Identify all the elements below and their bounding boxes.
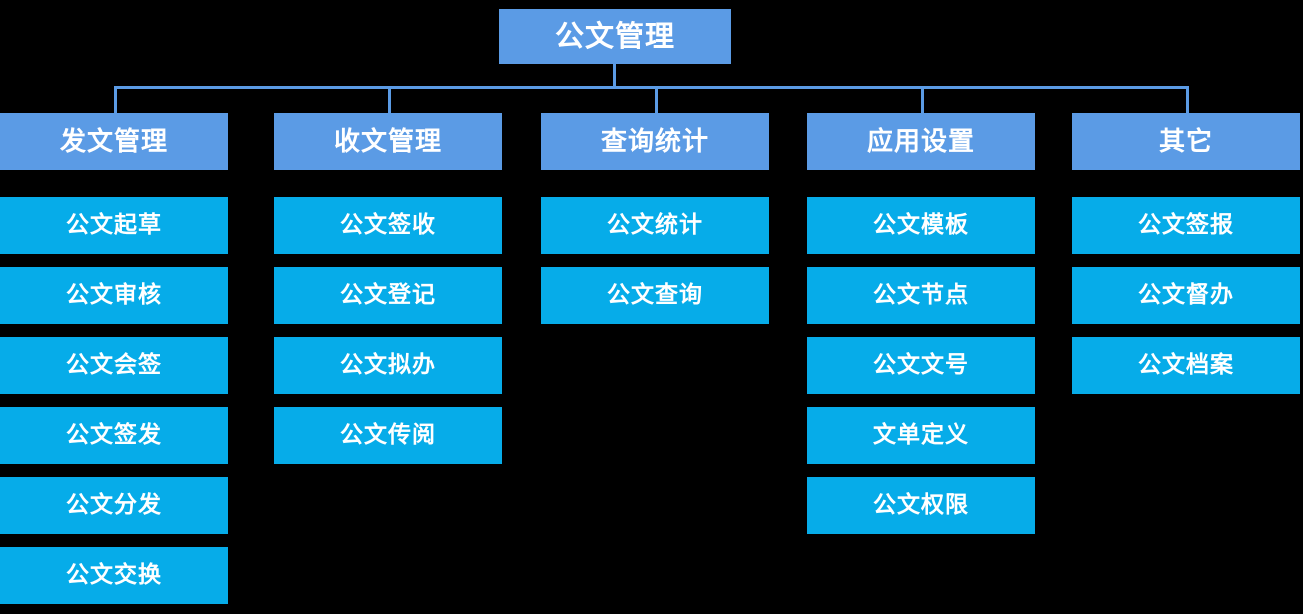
leaf-node[interactable]: 公文节点 [807,267,1035,324]
branch-header-shouwen-guanli[interactable]: 收文管理 [274,113,502,170]
leaf-list-1: 公文起草 公文审核 公文会签 公文签发 公文分发 公文交换 [0,197,228,604]
branch-column-4: 应用设置 公文模板 公文节点 公文文号 文单定义 公文权限 [807,113,1035,534]
root-node-gongwen-guanli[interactable]: 公文管理 [499,9,731,64]
branch-column-2: 收文管理 公文签收 公文登记 公文拟办 公文传阅 [274,113,502,464]
branch-header-chaxun-tongji[interactable]: 查询统计 [541,113,769,170]
leaf-node[interactable]: 公文档案 [1072,337,1300,394]
leaf-node[interactable]: 公文模板 [807,197,1035,254]
connector-drop-2 [388,86,391,113]
leaf-node[interactable]: 公文查询 [541,267,769,324]
leaf-node[interactable]: 公文签报 [1072,197,1300,254]
leaf-list-3: 公文统计 公文查询 [541,197,769,324]
leaf-node[interactable]: 公文交换 [0,547,228,604]
leaf-node[interactable]: 公文传阅 [274,407,502,464]
branch-column-3: 查询统计 公文统计 公文查询 [541,113,769,324]
leaf-node[interactable]: 公文登记 [274,267,502,324]
leaf-node[interactable]: 公文权限 [807,477,1035,534]
leaf-list-4: 公文模板 公文节点 公文文号 文单定义 公文权限 [807,197,1035,534]
leaf-node[interactable]: 公文督办 [1072,267,1300,324]
connector-drop-3 [655,86,658,113]
leaf-list-2: 公文签收 公文登记 公文拟办 公文传阅 [274,197,502,464]
connector-drop-1 [114,86,117,113]
leaf-node[interactable]: 公文会签 [0,337,228,394]
leaf-node[interactable]: 公文统计 [541,197,769,254]
connector-root-stem [613,64,616,88]
branch-column-5: 其它 公文签报 公文督办 公文档案 [1072,113,1300,394]
leaf-node[interactable]: 文单定义 [807,407,1035,464]
leaf-list-5: 公文签报 公文督办 公文档案 [1072,197,1300,394]
branch-column-1: 发文管理 公文起草 公文审核 公文会签 公文签发 公文分发 公文交换 [0,113,228,604]
branch-header-qita[interactable]: 其它 [1072,113,1300,170]
branch-header-yingyong-shezhi[interactable]: 应用设置 [807,113,1035,170]
branch-header-fawen-guanli[interactable]: 发文管理 [0,113,228,170]
leaf-node[interactable]: 公文审核 [0,267,228,324]
leaf-node[interactable]: 公文文号 [807,337,1035,394]
connector-horizontal-bar [114,86,1189,89]
leaf-node[interactable]: 公文签发 [0,407,228,464]
connector-drop-4 [921,86,924,113]
leaf-node[interactable]: 公文分发 [0,477,228,534]
connector-drop-5 [1186,86,1189,113]
leaf-node[interactable]: 公文签收 [274,197,502,254]
leaf-node[interactable]: 公文起草 [0,197,228,254]
leaf-node[interactable]: 公文拟办 [274,337,502,394]
